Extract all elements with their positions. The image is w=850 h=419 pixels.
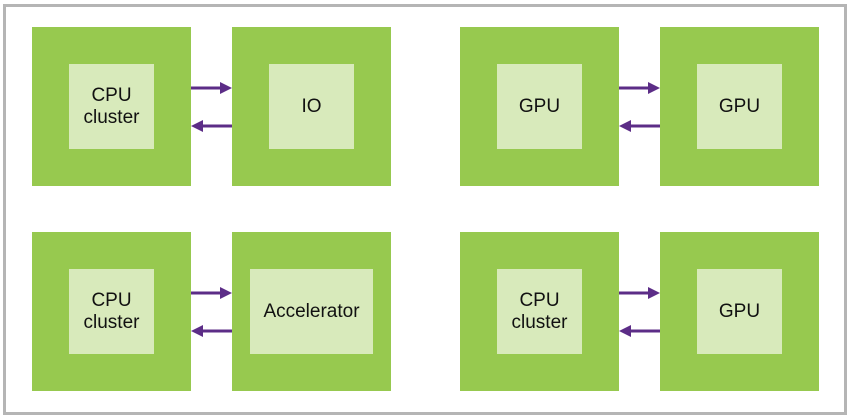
block-label: CPU cluster — [83, 289, 140, 333]
block-io: IO — [232, 27, 391, 186]
block-gpu-top-left: GPU — [460, 27, 619, 186]
block-label: CPU cluster — [511, 289, 568, 333]
block-inner: CPU cluster — [69, 64, 154, 149]
block-inner: Accelerator — [250, 269, 373, 354]
block-inner: GPU — [497, 64, 582, 149]
block-label: GPU — [518, 95, 561, 117]
block-label: CPU cluster — [83, 84, 140, 128]
diagram-frame — [3, 4, 847, 415]
block-label: GPU — [718, 300, 761, 322]
block-gpu-bottom-right: GPU — [660, 232, 819, 391]
block-inner: GPU — [697, 64, 782, 149]
block-label: Accelerator — [263, 300, 360, 322]
block-inner: GPU — [697, 269, 782, 354]
block-cpu-cluster-bottom-right: CPU cluster — [460, 232, 619, 391]
block-cpu-cluster-top-left: CPU cluster — [32, 27, 191, 186]
block-label: IO — [301, 95, 322, 117]
block-inner: CPU cluster — [497, 269, 582, 354]
block-label: GPU — [718, 95, 761, 117]
block-cpu-cluster-bottom-left: CPU cluster — [32, 232, 191, 391]
block-accelerator: Accelerator — [232, 232, 391, 391]
block-inner: IO — [269, 64, 354, 149]
block-inner: CPU cluster — [69, 269, 154, 354]
block-gpu-top-right: GPU — [660, 27, 819, 186]
